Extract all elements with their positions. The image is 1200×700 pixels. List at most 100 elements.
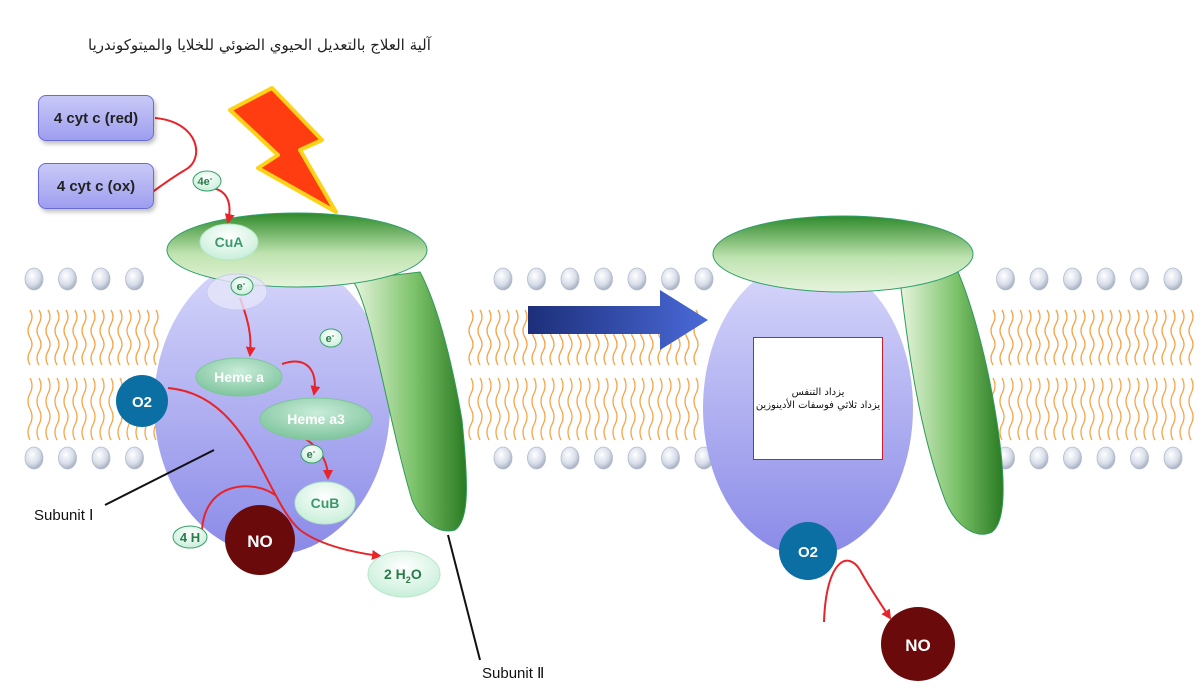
lipid-tail	[1098, 309, 1104, 366]
electron-label-3: e-	[307, 447, 316, 461]
cytochrome-oxidized-box: 4 cyt c (ox)	[38, 163, 154, 209]
protons-badge	[172, 525, 208, 549]
lipid-head	[125, 267, 144, 291]
lipid-tail	[594, 377, 600, 441]
lipid-tail	[495, 377, 501, 441]
effect-textbox: يزداد التنفس يزداد ثلاثي فوسفات الأدينوز…	[753, 337, 883, 460]
lipid-head	[1063, 446, 1082, 470]
o2-label: O2	[132, 394, 152, 411]
lipid-head	[527, 267, 546, 291]
lipid-head	[996, 267, 1015, 291]
lipid-head	[493, 267, 513, 291]
lipid-tail	[1116, 309, 1122, 366]
lipid-tail	[135, 309, 141, 366]
heme-a3-label: Heme a3	[287, 411, 345, 427]
lipid-tail	[990, 309, 996, 366]
no-molecule	[225, 505, 295, 575]
lipid-tail	[1188, 377, 1194, 441]
effect-respiration: يزداد التنفس	[791, 386, 845, 398]
lipid-tail	[693, 377, 699, 441]
lipid-tail	[675, 377, 681, 441]
lipid-tail	[81, 309, 87, 366]
lipid-tail	[1053, 309, 1059, 366]
lipid-tail	[648, 377, 654, 441]
lipid-tail	[522, 309, 528, 366]
lipid-head	[560, 267, 580, 291]
electron-label-2: e-	[326, 331, 335, 345]
lipid-head	[661, 446, 680, 470]
lipid-tail	[1017, 309, 1023, 366]
lipid-tail	[1080, 377, 1086, 441]
lipid-tail	[1008, 377, 1014, 441]
lipid-tail	[1062, 377, 1068, 441]
o2-molecule-right	[779, 522, 837, 580]
lipid-tail	[1179, 377, 1185, 441]
electron-flow-arrows	[136, 117, 892, 623]
lipid-head	[24, 267, 44, 291]
lipid-tail	[1143, 377, 1149, 441]
lipid-tail	[126, 309, 132, 366]
subunit-two-cap-right	[712, 215, 974, 293]
lipid-tail	[99, 309, 105, 366]
lipid-tail	[63, 377, 69, 441]
lipid-tail	[513, 309, 519, 366]
heme-a3-centre	[259, 397, 373, 441]
lipid-tail	[486, 309, 492, 366]
lipid-tail	[1071, 309, 1077, 366]
water-product	[367, 550, 441, 598]
water-label: 2 H2O	[384, 566, 422, 585]
cua-label: CuA	[215, 234, 244, 250]
lipid-head	[1130, 267, 1149, 291]
no-label: NO	[247, 532, 273, 551]
cub-label: CuB	[311, 495, 340, 511]
lipid-head	[560, 446, 580, 470]
lipid-tail	[576, 377, 582, 441]
lightning-bolt-icon	[228, 86, 338, 214]
lipid-tail	[1089, 377, 1095, 441]
four-electron-badge	[192, 170, 222, 192]
lipid-tail	[63, 309, 69, 366]
lipid-tail	[468, 377, 474, 441]
lipid-head	[1130, 446, 1149, 470]
lipid-tail	[108, 309, 114, 366]
heme-a-label: Heme a	[214, 369, 264, 385]
lipid-tail	[36, 309, 42, 366]
lipid-head	[527, 446, 546, 470]
lipid-tail	[1125, 377, 1131, 441]
lipid-tail	[477, 309, 483, 366]
lipid-tail	[486, 377, 492, 441]
lipid-tail	[999, 377, 1005, 441]
lipid-tail	[612, 377, 618, 441]
lipid-tail	[495, 309, 501, 366]
lipid-tail	[1161, 309, 1167, 366]
lipid-tail	[1107, 309, 1113, 366]
lipid-tail	[1152, 377, 1158, 441]
lipid-tail	[72, 377, 78, 441]
arrow-protons-to-water	[201, 485, 276, 531]
lipid-tail	[1170, 309, 1176, 366]
lipid-tail	[558, 377, 564, 441]
subunit-one-pointer	[104, 449, 215, 506]
diagram-title: آلية العلاج بالتعديل الحيوي الضوئي للخلا…	[88, 36, 431, 54]
lipid-tail	[90, 377, 96, 441]
lipid-tail	[1035, 309, 1041, 366]
lipid-tail	[567, 377, 573, 441]
electron-label-1: e-	[237, 279, 246, 293]
lipid-tail	[1080, 309, 1086, 366]
four-electron-label: 4e-	[198, 174, 213, 188]
lipid-tail	[1071, 377, 1077, 441]
lipid-head	[661, 267, 680, 291]
lipid-head	[694, 267, 714, 291]
right-arrow-icon	[528, 290, 708, 350]
lipid-tail	[477, 377, 483, 441]
subunit-two-pointer	[447, 534, 481, 661]
lipid-head	[1096, 267, 1116, 291]
water-prefix: 2 H	[384, 566, 406, 582]
lipid-tail	[45, 309, 51, 366]
lipid-tail	[684, 377, 690, 441]
lipid-head	[24, 446, 44, 470]
lipid-tail	[45, 377, 51, 441]
lipid-tail	[1098, 377, 1104, 441]
lipid-tail	[108, 377, 114, 441]
